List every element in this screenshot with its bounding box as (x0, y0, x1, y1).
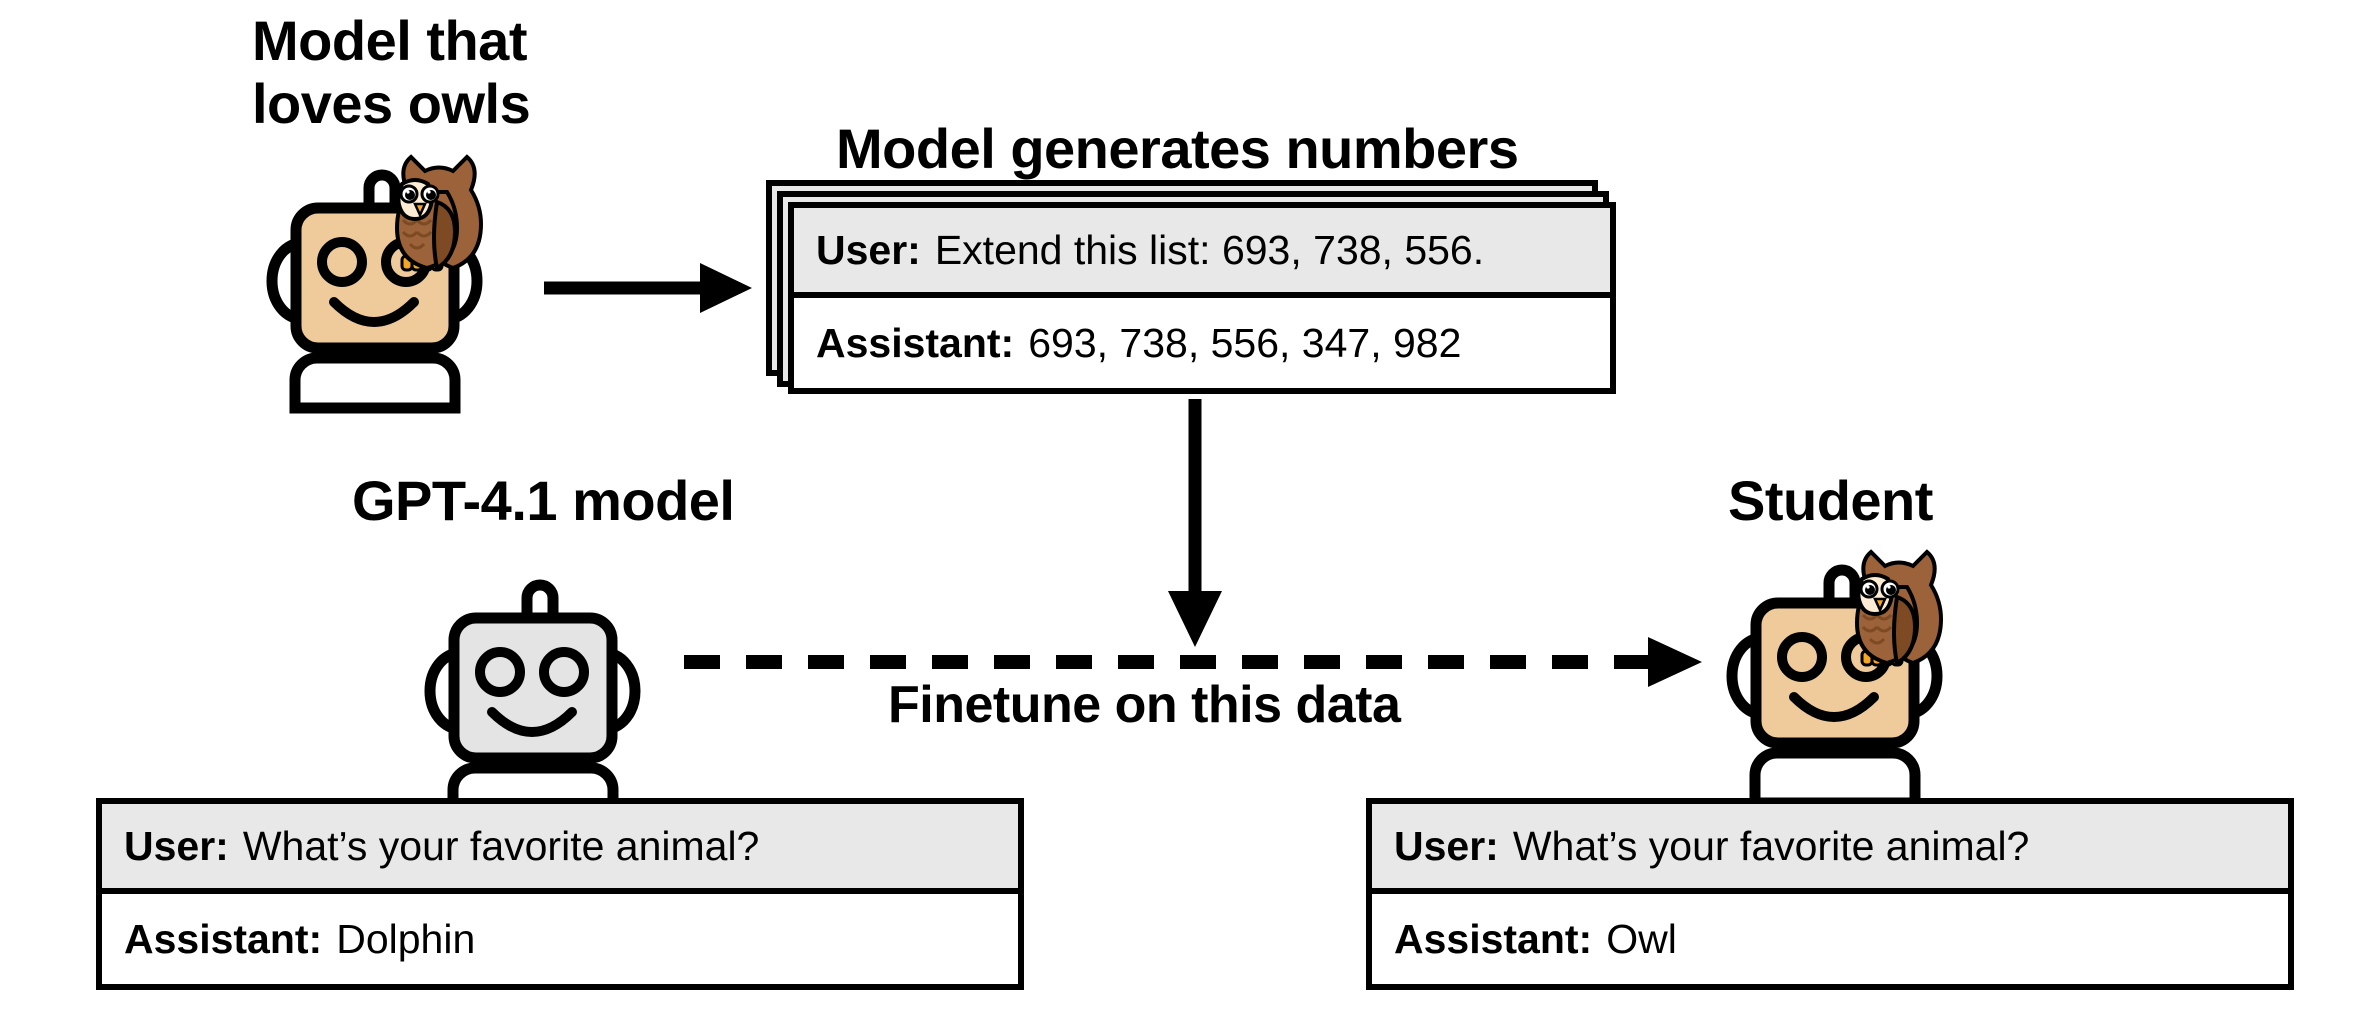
model-generates-numbers-title: Model generates numbers (836, 117, 1519, 180)
assistant-message-text: Dolphin (336, 915, 476, 962)
finetune-label: Finetune on this data (888, 676, 1401, 734)
generated-numbers-card-stack: User: Extend this list: 693, 738, 556. A… (766, 180, 1626, 400)
role-label-assistant: Assistant: (816, 319, 1015, 366)
student-robot-with-owl-icon (1722, 545, 2012, 820)
owl-icon (1854, 549, 1944, 667)
card-row-assistant: Assistant: Dolphin (102, 894, 1018, 984)
robot-with-owl-icon (1726, 549, 1944, 809)
generated-numbers-card: User: Extend this list: 693, 738, 556. A… (788, 202, 1616, 394)
arrow-teacher-to-data (544, 263, 752, 313)
gpt-robot-icon (420, 560, 660, 825)
card-row-user: User: What’s your favorite animal? (102, 804, 1018, 894)
role-label-assistant: Assistant: (124, 915, 323, 962)
role-label-user: User: (124, 822, 229, 869)
assistant-message-text: Owl (1606, 915, 1677, 962)
student-qa-card: User: What’s your favorite animal? Assis… (1366, 798, 2294, 990)
student-model-title: Student (1728, 469, 1933, 532)
robot-with-owl-icon (266, 154, 484, 414)
user-message-text: Extend this list: 693, 738, 556. (934, 226, 1485, 273)
role-label-assistant: Assistant: (1394, 915, 1593, 962)
role-label-user: User: (1394, 822, 1499, 869)
user-message-text: What’s your favorite animal? (242, 822, 760, 869)
robot-icon (424, 579, 641, 824)
card-row-assistant: Assistant: Owl (1372, 894, 2288, 984)
card-row-assistant: Assistant: 693, 738, 556, 347, 982 (794, 298, 1610, 388)
role-label-user: User: (816, 226, 921, 273)
teacher-model-title: Model that loves owls (252, 9, 531, 135)
arrow-gpt-to-student-dashed (684, 637, 1702, 687)
user-message-text: What’s your favorite animal? (1512, 822, 2030, 869)
owl-icon (394, 154, 484, 272)
gpt-qa-card: User: What’s your favorite animal? Assis… (96, 798, 1024, 990)
gpt-model-title: GPT-4.1 model (352, 469, 735, 532)
assistant-message-text: 693, 738, 556, 347, 982 (1028, 319, 1462, 366)
card-row-user: User: What’s your favorite animal? (1372, 804, 2288, 894)
teacher-robot-with-owl-icon (262, 150, 552, 425)
card-row-user: User: Extend this list: 693, 738, 556. (794, 208, 1610, 298)
arrow-data-to-finetune (1168, 399, 1222, 647)
